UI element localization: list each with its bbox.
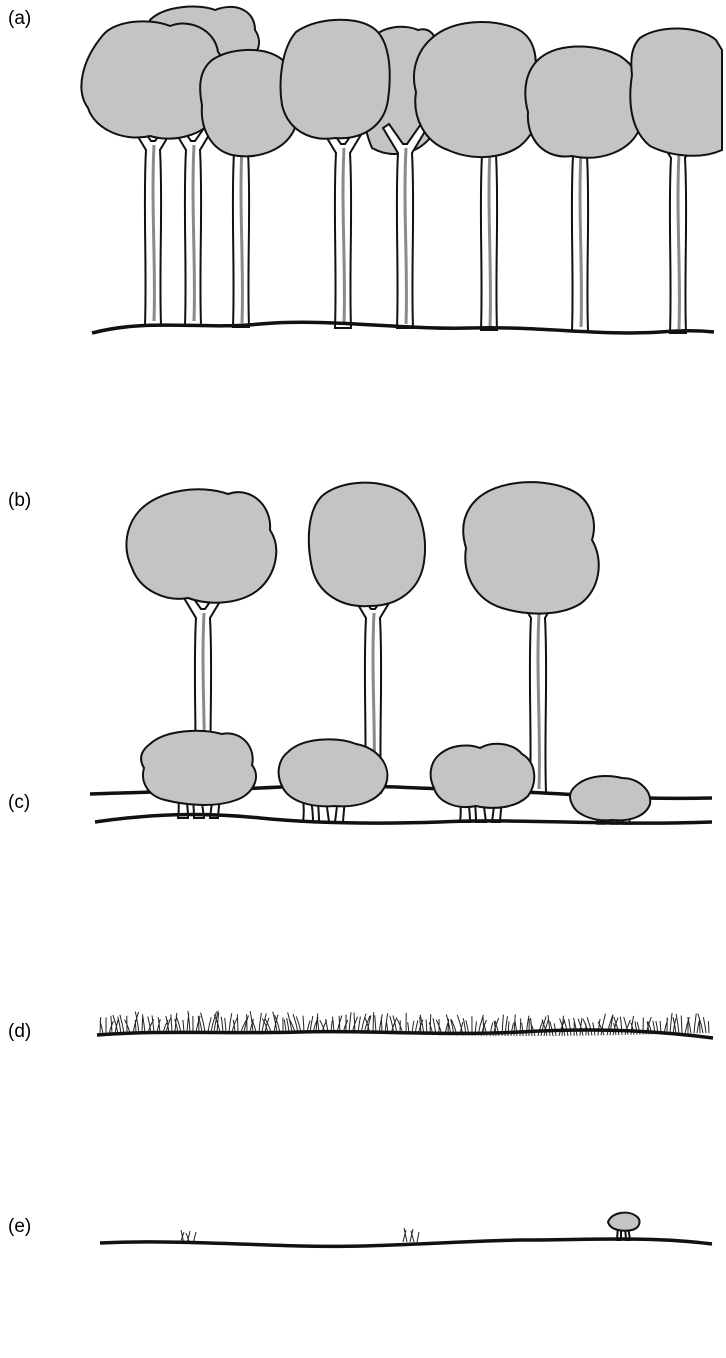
grass-tuft [402, 1227, 420, 1243]
tree-crown [199, 48, 300, 158]
tree-crown [413, 21, 541, 159]
panel-label-b: (b) [8, 490, 32, 511]
shrub-crown [140, 729, 257, 806]
panel-label-c: (c) [8, 792, 31, 813]
ground-line [91, 320, 715, 335]
shrub-crown [569, 775, 652, 822]
panel-label-a: (a) [8, 8, 32, 29]
panel-c-shrubland [94, 729, 713, 825]
shrub-crown [429, 742, 536, 809]
panel-e-sparse-vegetation [99, 1211, 713, 1249]
ground-line [99, 1237, 713, 1249]
tree-crown [279, 18, 391, 140]
tree-crown [524, 45, 646, 159]
ground-line [94, 812, 713, 825]
panel-a-closed-forest [80, 5, 723, 335]
panel-label-d: (d) [8, 1021, 32, 1042]
ground-line [96, 1028, 714, 1040]
panel-label-e: (e) [8, 1216, 32, 1237]
tree-crown [125, 488, 278, 604]
tree-crown [307, 481, 426, 608]
tree-crown [462, 481, 600, 615]
grass-tuft [179, 1229, 197, 1245]
panel-d-grassland [96, 1010, 714, 1040]
tree-crown [629, 27, 723, 157]
shrub-crown [277, 738, 389, 808]
small-shrub [606, 1211, 641, 1241]
